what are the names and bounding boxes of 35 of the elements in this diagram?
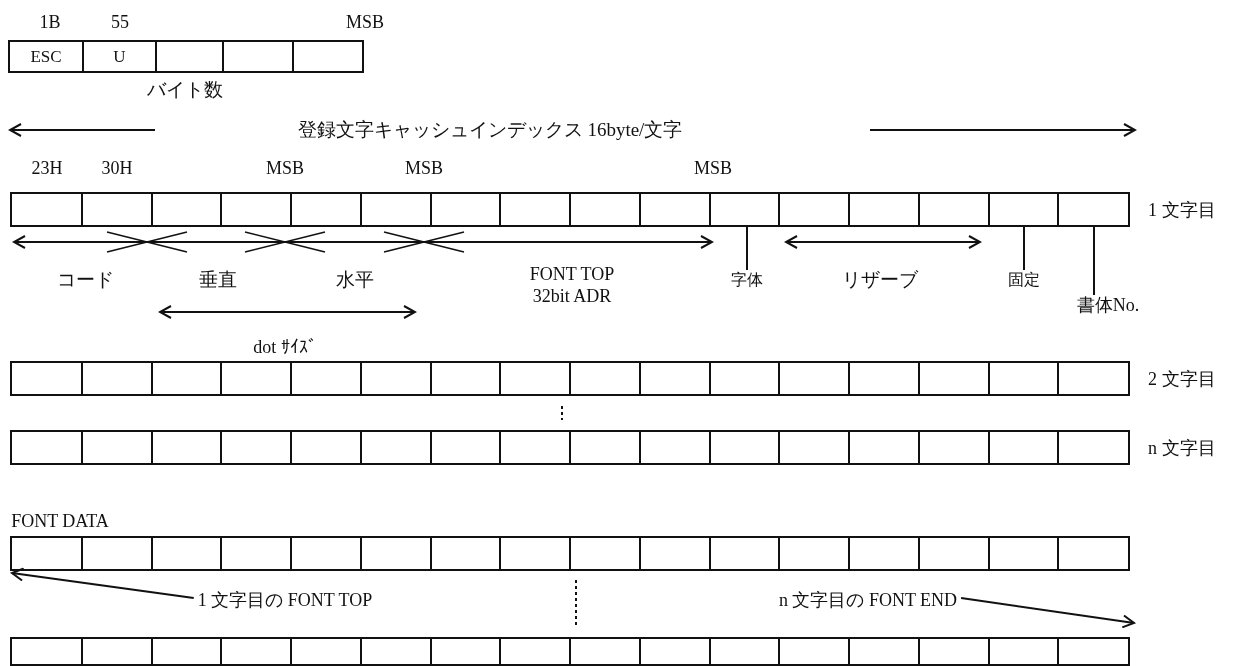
- section-title: 登録文字キャッシュインデックス 16byte/文字: [297, 119, 683, 141]
- field-label: 垂直: [199, 269, 237, 291]
- byte-order-label: MSB: [694, 157, 732, 179]
- row-label: n 文字目: [1148, 436, 1216, 459]
- byte-value: 23H: [31, 157, 63, 179]
- leader-line: [1023, 226, 1025, 271]
- byte-order-label: MSB: [266, 157, 304, 179]
- leader-line: [746, 226, 748, 271]
- arrow: [960, 597, 1135, 629]
- field-label: dot ｻｲｽﾞ: [253, 336, 317, 358]
- field-label: バイト数: [147, 79, 223, 101]
- row-label: 2 文字目: [1148, 367, 1216, 390]
- field-label: 字体: [731, 269, 763, 291]
- byte-field: [155, 40, 224, 73]
- field-label: 1 文字目の FONT TOP: [197, 589, 373, 611]
- byte-field: ESC: [8, 40, 84, 73]
- byte-field: [222, 40, 294, 73]
- arrow: [11, 567, 195, 599]
- field-label: 書体No.: [1076, 294, 1140, 316]
- byte-value: 1B: [39, 11, 61, 33]
- field-label: リザーブ: [842, 269, 918, 291]
- field-label: n 文字目の FONT END: [778, 589, 958, 611]
- field-label: 固定: [1008, 269, 1040, 291]
- field-label: コード: [56, 269, 114, 291]
- byte-field: [292, 40, 364, 73]
- row-label: 1 文字目: [1148, 198, 1216, 221]
- leader-line: [1093, 226, 1095, 296]
- byte-order-label: MSB: [405, 157, 443, 179]
- field-label: 水平: [336, 269, 374, 291]
- byte-value: 55: [111, 11, 129, 33]
- byte-value: 30H: [101, 157, 133, 179]
- byte-order-label: MSB: [346, 11, 384, 33]
- section-title: FONT DATA: [11, 510, 109, 532]
- byte-field: U: [82, 40, 157, 73]
- field-label: FONT TOP 32bit ADR: [528, 263, 616, 307]
